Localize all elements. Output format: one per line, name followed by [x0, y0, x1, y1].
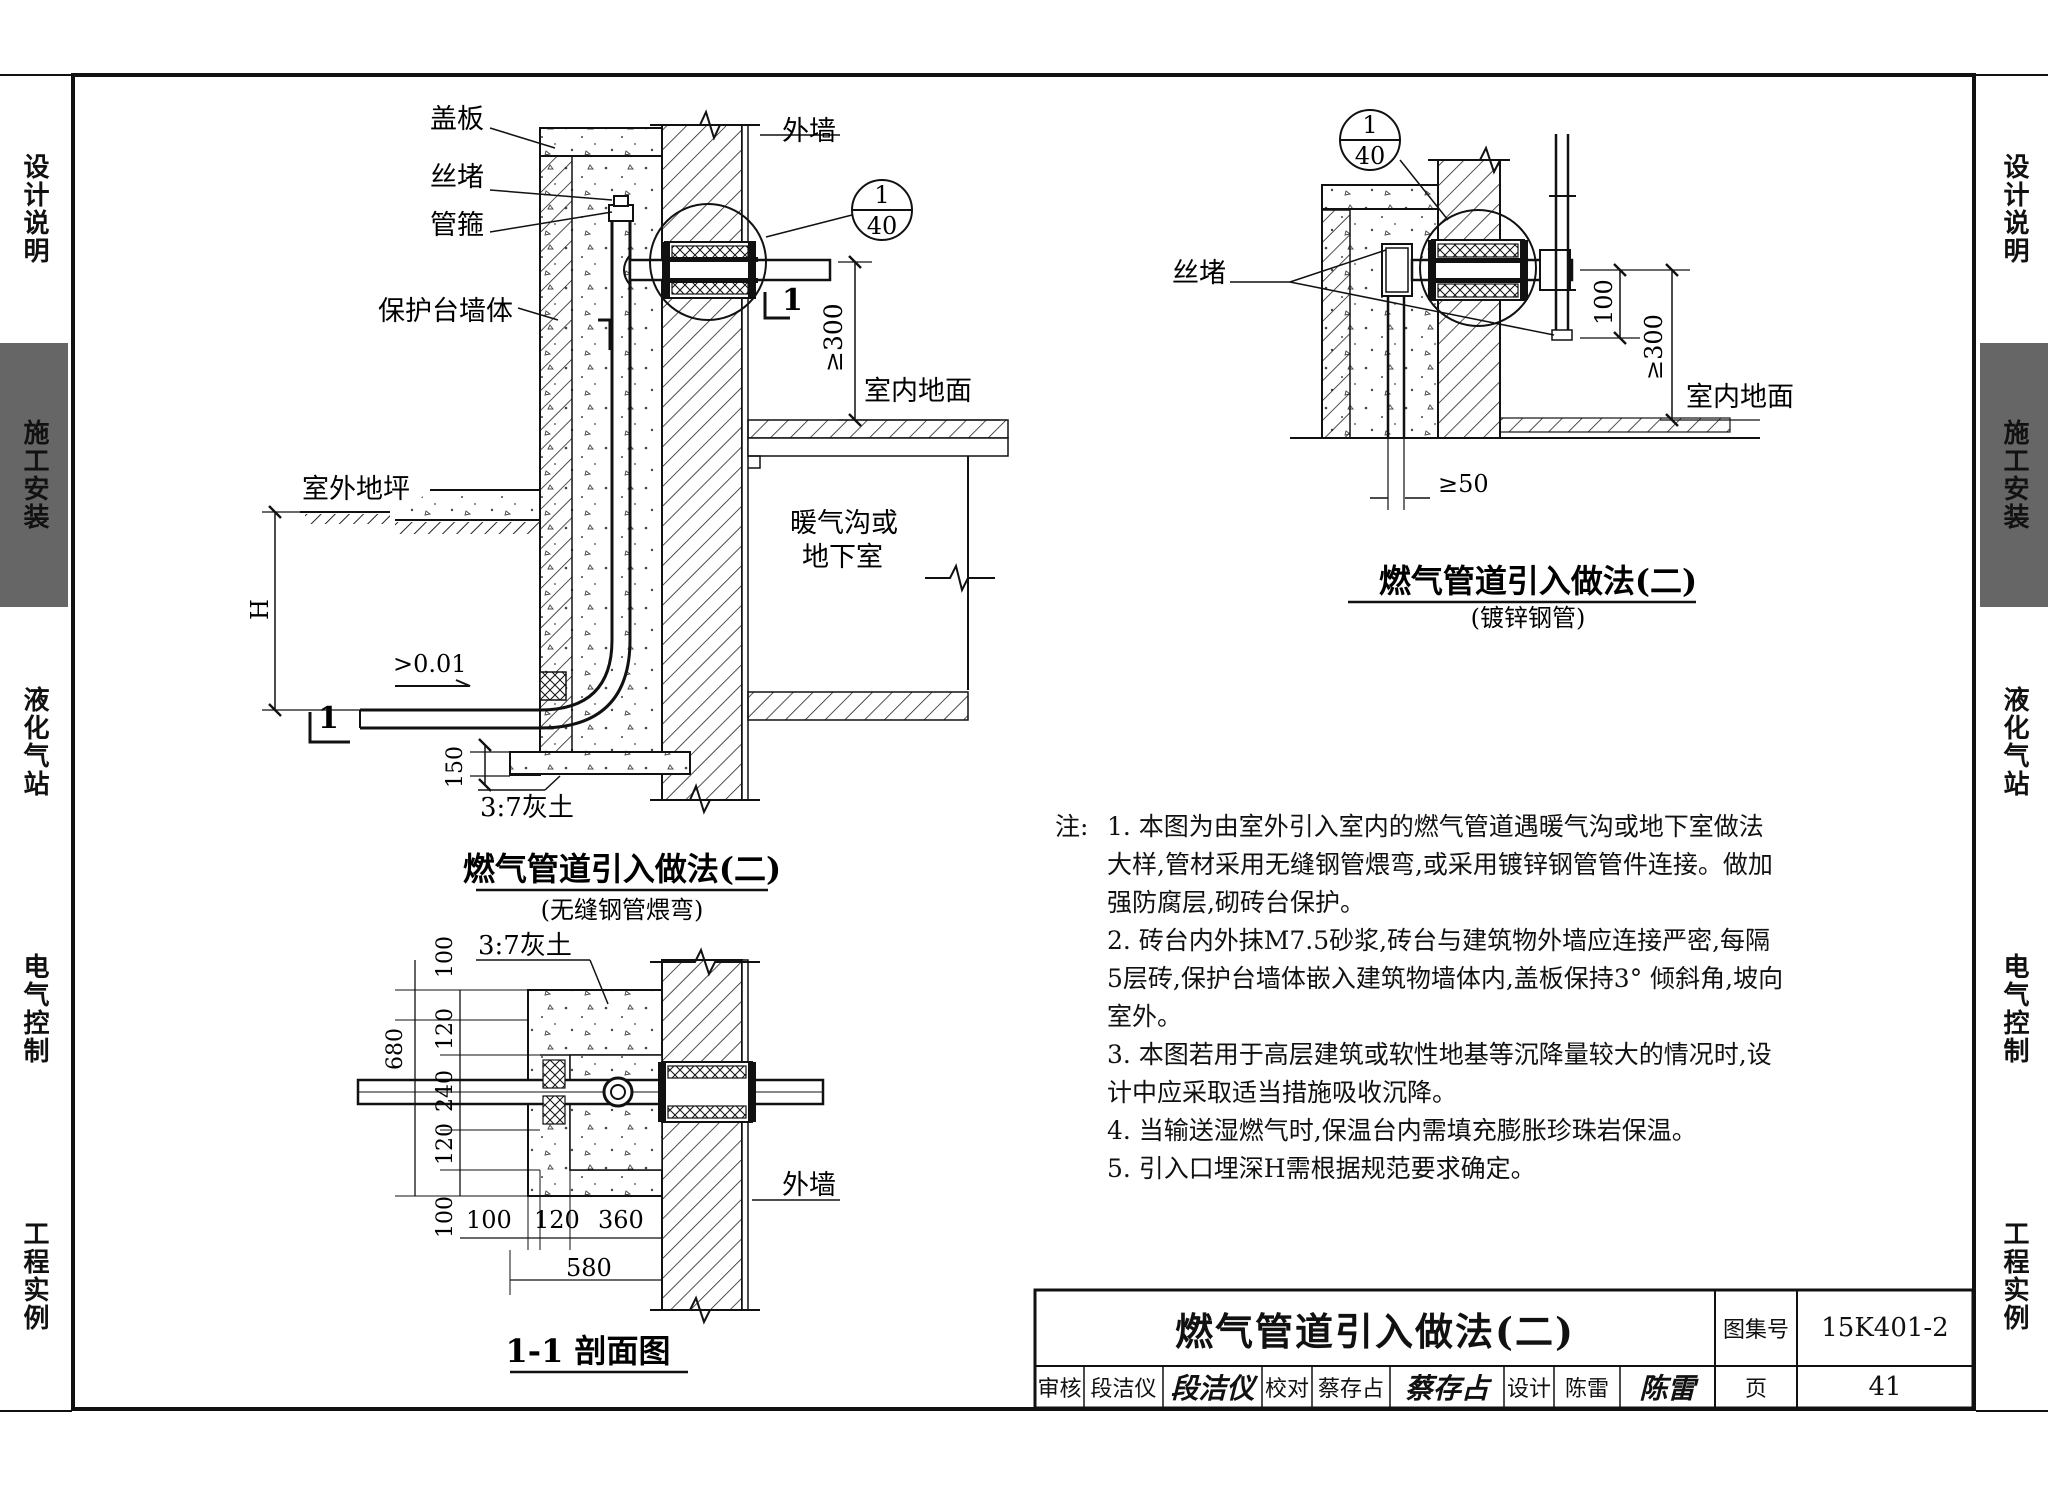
dim-v120b: 120 [433, 1123, 458, 1165]
dim-h360: 360 [598, 1206, 644, 1234]
left-detail: 1 40 1 1 盖板 丝堵 管箍 保护台墙体 [246, 104, 1009, 924]
right-detail-subtitle: (镀锌钢管) [1471, 604, 1586, 632]
right-label-plug: 丝堵 [1172, 258, 1226, 289]
title-block: 燃气管道引入做法(二) 图集号 15K401-2 审核 段洁仪 段洁仪 校对 蔡… [1035, 1290, 1973, 1408]
label-outdoor-ground: 室外地坪 [302, 474, 410, 505]
page-label: 页 [1744, 1377, 1767, 1402]
title-block-grid [1033, 1288, 1975, 1410]
atlas-number: 15K401-2 [1821, 1313, 1949, 1343]
atlas-label: 图集号 [1722, 1318, 1789, 1343]
left-detail-subtitle: (无缝钢管煨弯) [541, 896, 704, 924]
dim-100-right: 100 [1590, 279, 1618, 325]
dim-h: H [246, 599, 274, 620]
tab-construction-right[interactable]: 施工安装 [1980, 343, 2048, 607]
notes: 注: 1. 本图为由室外引入室内的燃气管道遇暖气沟或地下室做法大样,管材采用无缝… [1055, 808, 1785, 1188]
dim-v120a: 120 [433, 1008, 458, 1050]
label-indoor-floor: 室内地面 [864, 376, 972, 407]
drawing-title: 燃气管道引入做法(二) [1175, 1308, 1575, 1354]
section-title: 1-1 剖面图 [506, 1332, 671, 1370]
right-detail-callout-num: 1 [1362, 111, 1377, 139]
designer-signature: 陈雷 [1639, 1372, 1696, 1405]
note-4: 4. 当输送湿燃气时,保温台内需填充膨胀珍珠岩保温。 [1107, 1116, 1697, 1145]
dim-150: 150 [443, 746, 468, 788]
reviewer-signature: 段洁仪 [1170, 1372, 1255, 1405]
note-1: 1. 本图为由室外引入室内的燃气管道遇暖气沟或地下室做法大样,管材采用无缝钢管煨… [1107, 812, 1773, 917]
label-trench-2: 地下室 [802, 542, 883, 573]
left-detail-title: 燃气管道引入做法(二) [463, 850, 781, 888]
page-number: 41 [1868, 1372, 1902, 1402]
section-marker-top: 1 [782, 283, 803, 318]
dim-h580: 580 [566, 1254, 612, 1282]
section-1-1: 100 680 120 240 120 100 100 120 360 580 … [356, 931, 840, 1374]
right-detail-title: 燃气管道引入做法(二) [1379, 562, 1697, 600]
section-label-soil: 3:7灰土 [478, 931, 572, 961]
drawing-frame [71, 73, 1976, 1411]
tab-design-notes-left[interactable]: 设计说明 [19, 153, 49, 265]
note-5: 5. 引入口埋深H需根据规范要求确定。 [1107, 1154, 1536, 1183]
right-detail-callout-den: 40 [1355, 142, 1386, 170]
label-wall-body: 保护台墙体 [378, 296, 513, 327]
left-detail-callout-num: 1 [874, 181, 889, 209]
tab-design-notes-right[interactable]: 设计说明 [1999, 153, 2029, 265]
label-outer-wall: 外墙 [782, 116, 836, 147]
tab-electrical-right[interactable]: 电气控制 [1999, 953, 2029, 1065]
check-label: 校对 [1264, 1377, 1309, 1402]
checker-signature: 蔡存占 [1404, 1372, 1489, 1405]
tab-examples-right[interactable]: 工程实例 [1999, 1220, 2029, 1332]
dim-300-right: ≥300 [1640, 314, 1668, 380]
dim-300-left: ≥300 [819, 303, 848, 372]
tab-examples-left[interactable]: 工程实例 [19, 1220, 49, 1332]
right-label-indoor-floor: 室内地面 [1686, 382, 1794, 413]
tab-lpg-station-left[interactable]: 液化气站 [19, 686, 49, 798]
checker-name: 蔡存占 [1317, 1377, 1384, 1402]
dim-h120: 120 [534, 1206, 580, 1234]
note-3: 3. 本图若用于高层建筑或软性地基等沉降量较大的情况时,设计中应采取适当措施吸收… [1107, 1040, 1772, 1107]
label-soil-left: 3:7灰土 [480, 793, 574, 823]
left-detail-callout-den: 40 [867, 212, 898, 240]
tab-electrical-left[interactable]: 电气控制 [19, 953, 49, 1065]
dim-v100b: 100 [433, 1196, 458, 1238]
right-detail: 1 40 丝堵 100 ≥300 室内地面 ≥50 燃气管道引入做法(二) (镀… [1172, 109, 1794, 632]
notes-label: 注: [1055, 812, 1089, 841]
dim-v680: 680 [383, 1028, 408, 1070]
section-marker-bottom: 1 [318, 701, 339, 736]
tab-construction-left[interactable]: 施工安装 [0, 343, 68, 607]
note-2: 2. 砖台内外抹M7.5砂浆,砖台与建筑物外墙应连接严密,每隔5层砖,保护台墙体… [1107, 926, 1784, 1031]
label-trench: 暖气沟或 [790, 508, 898, 539]
label-slope: >0.01 [393, 650, 467, 678]
dim-v100a: 100 [433, 936, 458, 978]
label-plug: 丝堵 [430, 162, 484, 193]
tab-lpg-station-right[interactable]: 液化气站 [1999, 686, 2029, 798]
designer-name: 陈雷 [1564, 1377, 1609, 1402]
dim-50-right: ≥50 [1438, 470, 1489, 498]
review-label: 审核 [1037, 1377, 1082, 1402]
reviewer-name: 段洁仪 [1090, 1377, 1157, 1402]
design-label: 设计 [1506, 1377, 1551, 1402]
dim-v240: 240 [433, 1070, 458, 1112]
label-clamp: 管箍 [430, 210, 484, 241]
section-label-outer-wall: 外墙 [782, 1170, 836, 1201]
label-cover: 盖板 [430, 104, 484, 135]
dim-h100: 100 [466, 1206, 512, 1234]
